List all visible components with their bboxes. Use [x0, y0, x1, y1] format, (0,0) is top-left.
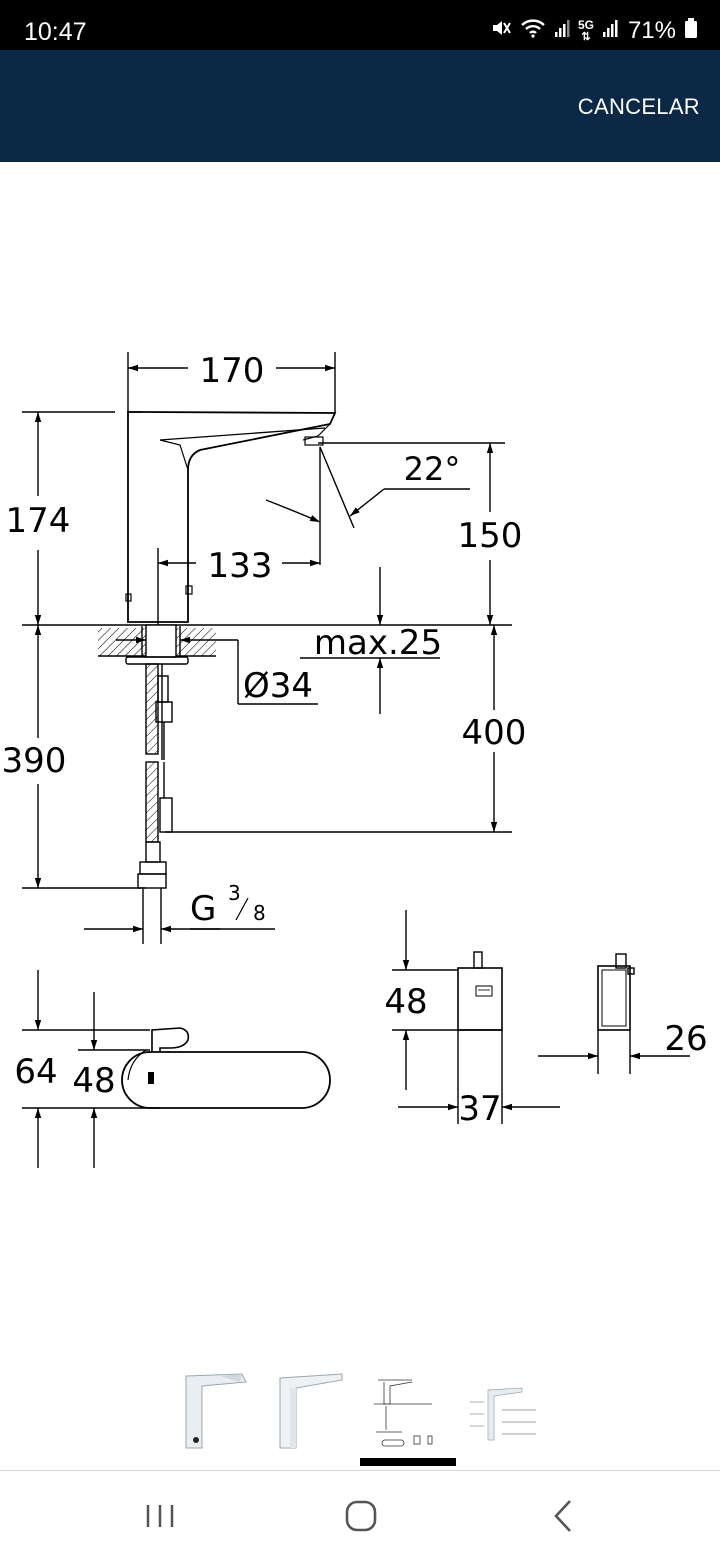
image-gallery [180, 1370, 550, 1470]
dim-390-label: 390 [2, 741, 67, 781]
dim-150-label: 150 [458, 516, 523, 556]
cancel-button[interactable]: CANCELAR [577, 94, 700, 119]
thumbnail-technical-drawing[interactable] [372, 1370, 444, 1452]
dim-170-label: 170 [200, 351, 265, 391]
countertop-section [98, 624, 216, 665]
app-bar: CANCELAR [0, 50, 720, 162]
dim-g-denominator: 8 [253, 901, 266, 925]
dim-22-label: 22° [404, 450, 461, 488]
dim-g-numerator: 3 [228, 881, 241, 905]
battery-icon [684, 17, 698, 46]
technical-drawing[interactable]: 170 174 150 22° 133 Ø34 max.25 [0, 162, 720, 1362]
dim-26-label: 26 [664, 1019, 707, 1059]
dim-max25-label: max.25 [314, 623, 442, 663]
signal-icon [602, 17, 620, 45]
selected-thumbnail-indicator [360, 1458, 456, 1466]
control-box-front [457, 951, 503, 1031]
navigation-bar [0, 1471, 720, 1560]
control-box-side [597, 953, 635, 1031]
dim-48b-label: 48 [384, 982, 427, 1022]
status-time: 10:47 [24, 18, 87, 46]
dim-174-label: 174 [6, 501, 71, 541]
signal-icon [554, 17, 570, 45]
dim-64-label: 64 [14, 1052, 57, 1092]
faucet-top-view [121, 1027, 331, 1109]
thumbnail-faucet-front[interactable] [180, 1370, 252, 1452]
thumbnail-faucet-side[interactable] [276, 1370, 348, 1452]
dim-dia34-label: Ø34 [243, 666, 313, 706]
dim-48a-label: 48 [72, 1061, 115, 1101]
dim-133-label: 133 [208, 546, 273, 586]
faucet-body [125, 411, 337, 623]
status-icons: 5G⇅ 71% [490, 16, 698, 46]
network-label: 5G [577, 17, 594, 32]
back-icon[interactable] [532, 1491, 592, 1541]
battery-percent: 71% [627, 17, 676, 44]
supply-hoses [137, 663, 173, 889]
wifi-icon [520, 17, 546, 46]
nav-divider [0, 1470, 720, 1471]
dim-37-label: 37 [458, 1089, 501, 1129]
mute-icon [490, 17, 512, 46]
dim-400-label: 400 [462, 713, 527, 753]
5g-icon: 5G⇅ [577, 17, 594, 43]
status-bar: 10:47 5G⇅ 71% [0, 0, 720, 50]
dim-g-label: G [190, 889, 216, 929]
home-icon[interactable] [330, 1491, 390, 1541]
recent-apps-icon[interactable] [130, 1491, 190, 1541]
thumbnail-dimension-sketch[interactable] [462, 1370, 536, 1452]
